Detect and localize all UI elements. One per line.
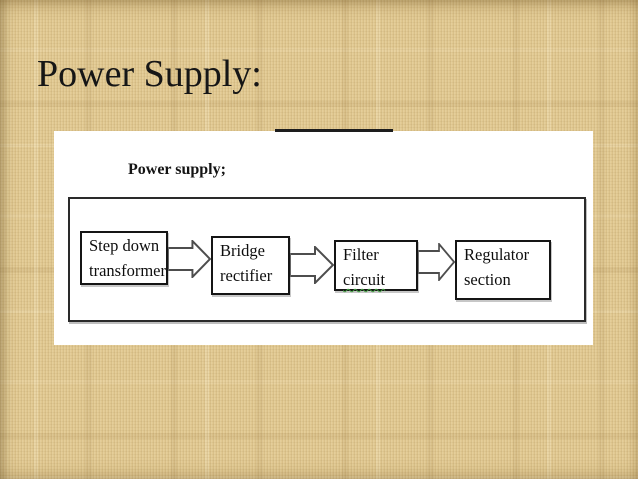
cropped-box-edge-artifact <box>275 129 393 139</box>
flow-arrow-icon <box>418 243 455 281</box>
block-label-line: Filter <box>343 245 379 264</box>
block-label-line: transformer <box>89 260 166 280</box>
block-regulator-section: Regulator section <box>455 240 551 300</box>
block-step-down-transformer: Step down transformer <box>80 231 168 285</box>
block-label-line: Regulator <box>464 245 530 264</box>
flow-arrow-icon <box>290 246 334 284</box>
block-label-line: Step down <box>89 236 160 255</box>
diagram-outer-frame <box>68 197 586 322</box>
block-filter-circuit: Filter circuit <box>334 240 418 291</box>
block-label-line-misspelled: circuit <box>343 269 386 289</box>
flow-arrow-icon <box>168 240 211 278</box>
page-title: Power Supply: <box>37 53 262 95</box>
block-label-line: section <box>464 269 511 289</box>
block-label-line: Bridge <box>220 241 265 260</box>
diagram-panel: Power supply; Step down transformer Brid… <box>54 131 593 345</box>
diagram-caption: Power supply; <box>128 161 226 178</box>
block-bridge-rectifier: Bridge rectifier <box>211 236 290 295</box>
block-label-line: rectifier <box>220 265 273 285</box>
